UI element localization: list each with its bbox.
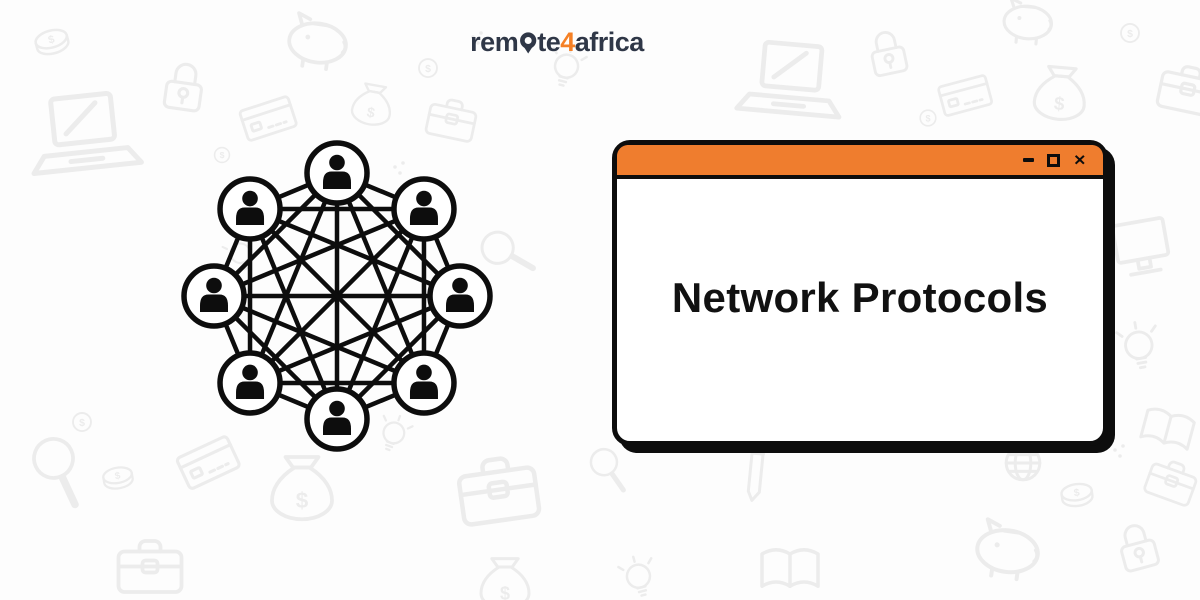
close-icon[interactable]: ✕ (1073, 151, 1086, 169)
coin-doodle-icon (1059, 480, 1095, 510)
logo-text-mid: te (537, 27, 561, 57)
coin-doodle-icon (100, 464, 136, 492)
person-icon (242, 190, 258, 207)
person-icon (452, 277, 468, 294)
person-node (181, 263, 247, 329)
laptop-doodle-icon (737, 40, 845, 117)
magnifier-doodle-icon (23, 433, 94, 504)
logo-text-prefix: rem (470, 27, 519, 57)
dollar-circle-doodle-icon (919, 109, 937, 127)
book-doodle-icon (760, 548, 820, 588)
piggy-doodle-icon (974, 518, 1042, 581)
person-node (391, 350, 457, 416)
pencil-doodle-icon (725, 440, 786, 502)
person-icon (206, 277, 222, 294)
credit-card-doodle-icon (936, 73, 994, 118)
bulb-doodle-icon (615, 551, 662, 600)
person-icon (416, 190, 432, 207)
piggy-doodle-icon (1000, 0, 1055, 47)
browser-titlebar: ✕ (617, 145, 1103, 179)
person-node (304, 140, 370, 206)
person-node (391, 176, 457, 242)
browser-window: ✕ Network Protocols (612, 140, 1108, 446)
padlock-doodle-icon (866, 27, 910, 78)
person-node (304, 386, 370, 452)
window-controls: ✕ (1023, 145, 1086, 175)
globe-doodle-icon (1004, 444, 1042, 482)
person-icon (242, 364, 258, 381)
bulb-doodle-icon (1114, 317, 1164, 373)
maximize-icon[interactable] (1047, 153, 1061, 167)
mesh-network-diagram (181, 140, 493, 452)
person-icon (329, 154, 345, 171)
page-title: Network Protocols (671, 274, 1049, 321)
money-bag-doodle-icon (479, 557, 531, 600)
padlock-doodle-icon (162, 60, 207, 114)
minimize-icon[interactable] (1023, 158, 1035, 162)
person-node (217, 350, 283, 416)
dollar-circle-doodle-icon (72, 412, 92, 432)
briefcase-doodle-icon (116, 539, 184, 594)
monitor-doodle-icon (1110, 215, 1173, 279)
dollar-circle-doodle-icon (418, 58, 438, 78)
money-bag-doodle-icon (1031, 63, 1089, 124)
dots-doodle-icon (1111, 442, 1127, 460)
logo-text-suffix: africa (574, 27, 645, 57)
brand-logo[interactable]: rem te4africa (470, 27, 644, 58)
person-icon (329, 400, 345, 417)
briefcase-doodle-icon (1154, 60, 1200, 119)
person-node (217, 176, 283, 242)
location-pin-icon (519, 31, 536, 53)
coin-doodle-icon (32, 25, 72, 59)
browser-content-area: Network Protocols (617, 179, 1103, 441)
dollar-circle-doodle-icon (1120, 23, 1140, 43)
logo-accent-digit: 4 (560, 27, 575, 57)
person-icon (416, 364, 432, 381)
book-doodle-icon (1139, 405, 1197, 451)
magnifier-doodle-icon (587, 447, 630, 490)
piggy-doodle-icon (284, 10, 352, 74)
person-node (427, 263, 493, 329)
laptop-doodle-icon (26, 91, 141, 174)
padlock-doodle-icon (1114, 520, 1162, 574)
briefcase-doodle-icon (1142, 454, 1200, 508)
